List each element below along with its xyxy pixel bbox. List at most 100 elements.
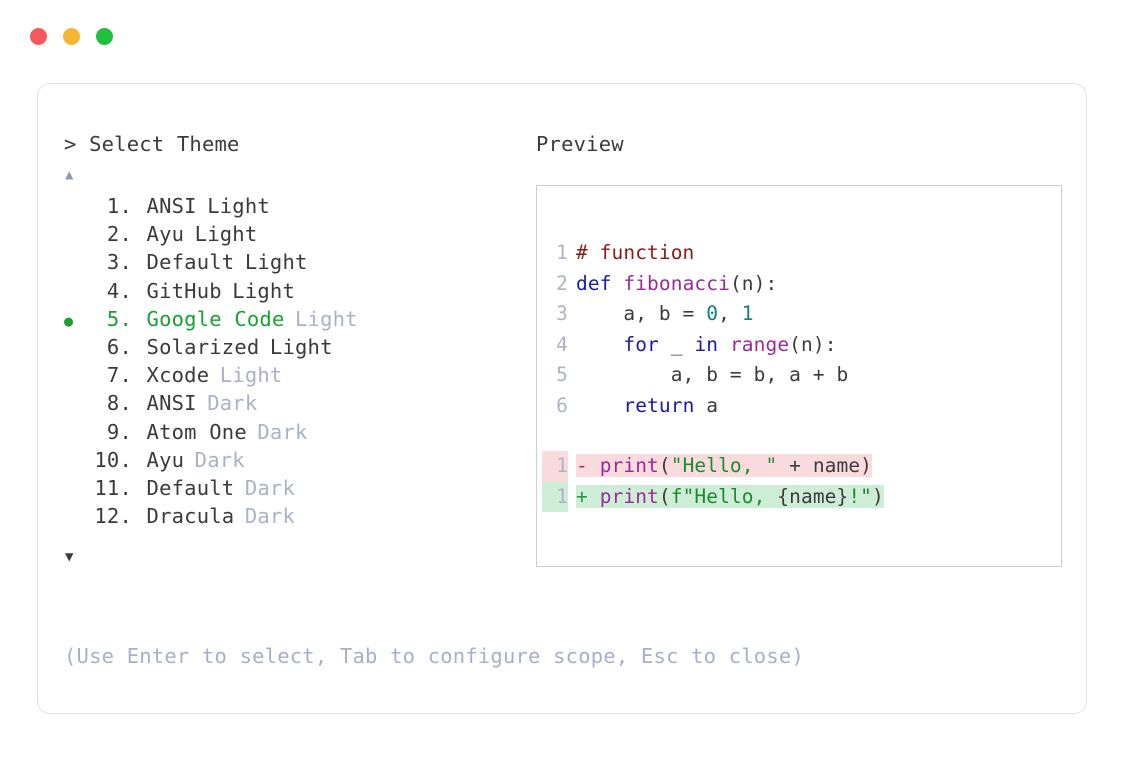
theme-index: 1.	[106, 194, 132, 218]
preview-label: Preview	[536, 132, 624, 156]
code-token: a, b = b, a + b	[576, 363, 849, 386]
line-number: 5	[556, 363, 568, 386]
code-line: 6 return a	[542, 391, 1061, 422]
line-number: 1	[542, 451, 568, 482]
diff-minus-marker: -	[576, 454, 588, 477]
theme-index: 12.	[94, 504, 132, 529]
theme-variant-label: Dark	[194, 447, 245, 472]
code-line-text: # function	[568, 238, 694, 269]
code-token: (n):	[729, 271, 778, 295]
line-number: 6	[556, 393, 568, 417]
theme-name: Google Code	[134, 306, 285, 331]
code-token: print	[599, 484, 659, 508]
code-line: 1 # function	[542, 238, 1061, 269]
theme-index: 7.	[106, 363, 132, 388]
theme-name: Atom One	[134, 419, 247, 444]
code-line-text: def fibonacci(n):	[568, 269, 777, 300]
code-token: fibonacci	[623, 271, 730, 295]
minimize-window-icon[interactable]	[63, 28, 80, 45]
theme-index: 8.	[106, 391, 132, 416]
selected-bullet-icon: ●	[64, 311, 74, 330]
code-token: + name)	[777, 454, 873, 477]
code-line-text: a, b = b, a + b	[568, 360, 849, 391]
prompt-header: > Select Theme	[64, 130, 534, 158]
diff-added-line: 1+ print(f"Hello, {name}!")	[542, 481, 1061, 513]
theme-list-item[interactable]: 9. Atom One Dark	[64, 418, 534, 446]
prompt-spacer	[77, 130, 90, 158]
theme-index: 6.	[106, 334, 132, 359]
keyboard-hint: (Use Enter to select, Tab to configure s…	[64, 644, 804, 668]
theme-variant-label: Dark	[244, 475, 296, 500]
theme-index: 11.	[94, 475, 132, 500]
scroll-up-icon[interactable]: ▲	[65, 167, 74, 183]
theme-variant-label: Light	[219, 363, 283, 388]
code-token: "Hello, "	[670, 454, 778, 477]
diff-removed-line: 1- print("Hello, " + name)	[542, 451, 1061, 482]
code-line-text: - print("Hello, " + name)	[568, 451, 873, 482]
theme-variant-label: Light	[244, 250, 308, 275]
theme-variant-label: Light	[269, 334, 333, 359]
theme-index: 4.	[106, 278, 132, 303]
theme-list-item[interactable]: 10. Ayu Dark	[64, 446, 534, 474]
code-token: )	[872, 484, 884, 508]
theme-index: 10.	[94, 447, 132, 472]
theme-variant-label: Dark	[257, 419, 308, 444]
diff-plus-marker: +	[576, 484, 588, 508]
theme-name: Solarized	[134, 334, 260, 359]
code-token: # function	[576, 241, 695, 264]
theme-name: ANSI	[134, 194, 197, 218]
close-window-icon[interactable]	[30, 28, 47, 45]
theme-list-item[interactable]: 2. Ayu Light	[64, 220, 534, 248]
theme-index: 2.	[106, 222, 132, 247]
code-blank-line	[542, 421, 1061, 451]
scroll-down-icon[interactable]: ▼	[65, 549, 74, 566]
theme-name: Default	[134, 250, 235, 275]
code-token: f"Hello,	[670, 484, 778, 508]
line-number: 2	[556, 271, 568, 295]
theme-name: Ayu	[134, 222, 185, 247]
code-token: _	[658, 332, 695, 356]
line-number: 1	[556, 241, 568, 264]
code-token	[588, 485, 600, 508]
code-token	[576, 394, 623, 417]
theme-name: Ayu	[134, 447, 185, 472]
theme-name: Dracula	[134, 504, 235, 529]
code-line-text: a, b = 0, 1	[568, 299, 754, 330]
code-line-text: + print(f"Hello, {name}!")	[568, 482, 884, 513]
code-token: for	[623, 332, 659, 356]
theme-index: 9.	[106, 419, 132, 444]
code-line-text: return a	[568, 391, 718, 422]
theme-name: ANSI	[134, 391, 197, 416]
maximize-window-icon[interactable]	[96, 28, 113, 45]
window-controls	[30, 28, 113, 45]
code-token	[576, 333, 623, 356]
code-token: 0	[706, 302, 719, 325]
theme-variant-label: Light	[194, 222, 258, 247]
theme-variant-label: Light	[295, 306, 358, 331]
code-token: (n):	[789, 332, 837, 356]
code-line: 3 a, b = 0, 1	[542, 299, 1061, 330]
code-token: range	[729, 332, 790, 356]
theme-list-item[interactable]: 6. Solarized Light	[64, 333, 534, 361]
code-line: 4 for _ in range(n):	[542, 330, 1061, 361]
code-token	[718, 333, 730, 356]
code-token: !"	[848, 484, 873, 508]
code-token: a	[694, 393, 719, 417]
line-number: 4	[556, 332, 568, 356]
code-token: (	[658, 484, 671, 508]
